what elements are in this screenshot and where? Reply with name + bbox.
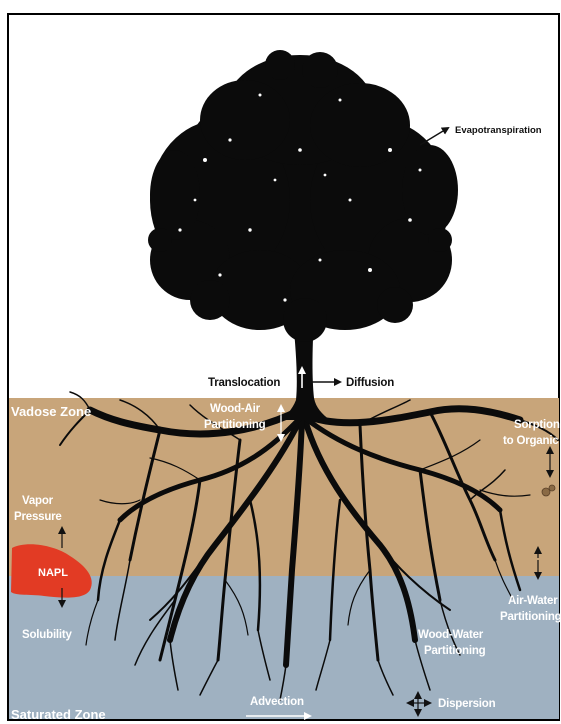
diffusion-label: Diffusion bbox=[346, 377, 394, 389]
translocation-label: Translocation bbox=[208, 377, 280, 389]
evapotranspiration-label: Evapotranspiration bbox=[455, 125, 542, 136]
sorption-label-line2: to Organic bbox=[503, 435, 559, 447]
vadose-zone-label: Vadose Zone bbox=[11, 404, 91, 419]
saturated-zone-label: Saturated Zone bbox=[11, 707, 106, 722]
solubility-label: Solubility bbox=[22, 629, 73, 641]
wood-air-label-line2: Partitioning bbox=[204, 419, 266, 431]
advection-label: Advection bbox=[250, 696, 304, 708]
air-water-label-line1: Air-Water bbox=[508, 595, 558, 607]
wood-water-label-line2: Partitioning bbox=[424, 645, 486, 657]
vapor-label-line1: Vapor bbox=[22, 495, 54, 507]
sorption-label-line1: Sorption bbox=[514, 419, 560, 431]
vapor-label-line2: Pressure bbox=[14, 511, 62, 523]
napl-label: NAPL bbox=[38, 567, 68, 579]
vadose-zone-band bbox=[9, 398, 559, 576]
air-water-label-line2: Partitioning bbox=[500, 611, 561, 623]
dispersion-label: Dispersion bbox=[438, 698, 496, 710]
wood-water-label-line1: Wood-Water bbox=[418, 629, 484, 641]
wood-air-label-line1: Wood-Air bbox=[210, 403, 261, 415]
